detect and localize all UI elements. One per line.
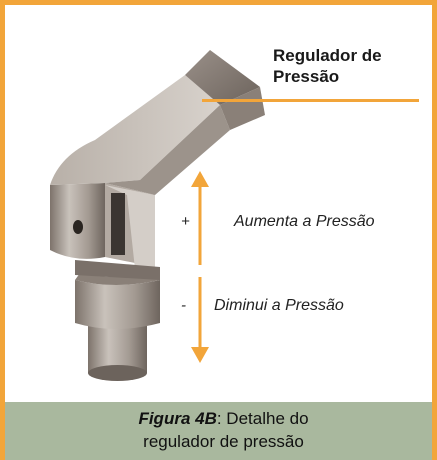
callout-title-line2: Pressão [273, 67, 340, 86]
decrease-arrow-icon [191, 277, 209, 363]
pressure-regulator-illustration [50, 50, 265, 381]
callout-leader-line [202, 99, 419, 102]
plus-sign: + [181, 213, 190, 230]
caption-text-part1: : Detalhe do [216, 409, 309, 428]
decrease-pressure-label: Diminui a Pressão [214, 297, 344, 314]
minus-sign: - [181, 297, 186, 314]
figure-number: Figura 4B [138, 409, 217, 428]
increase-arrow-icon [191, 171, 209, 265]
figure-caption: Figura 4B: Detalhe do regulador de press… [5, 402, 432, 460]
caption-text-part2: regulador de pressão [143, 432, 304, 451]
regulator-callout-label: Regulador de Pressão [273, 45, 423, 87]
callout-title-line1: Regulador de [273, 46, 382, 65]
increase-pressure-label: Aumenta a Pressão [234, 213, 375, 230]
